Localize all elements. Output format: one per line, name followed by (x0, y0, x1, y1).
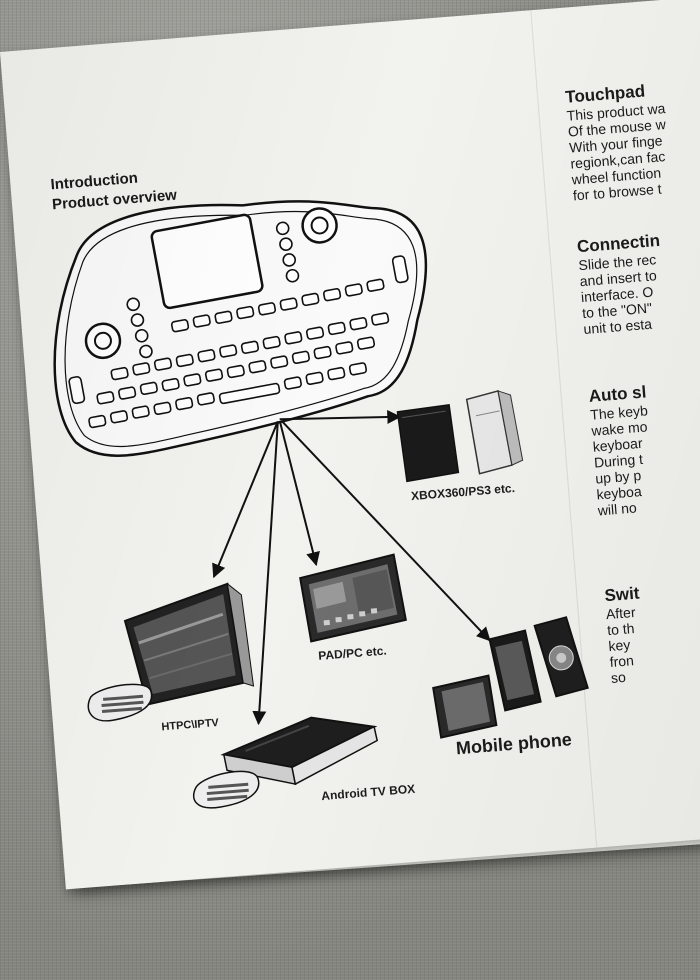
section-switch: Swit After to th key fron so (604, 584, 647, 686)
htpc-monitor-icon (87, 582, 255, 722)
connection-arrows (212, 410, 491, 726)
game-console-icon (396, 390, 524, 483)
manual-page: Introduction Product overview (0, 0, 700, 889)
section-title: Swit (603, 583, 641, 606)
product-overview-illustration (53, 200, 589, 809)
tablet-icon (299, 553, 407, 643)
section-line: so (610, 668, 627, 686)
mini-keyboard-icon (53, 200, 428, 457)
android-tv-box-icon (192, 716, 379, 809)
section-touchpad: Touchpad This product wa Of the mouse w … (565, 80, 673, 204)
section-line: will no (597, 499, 638, 519)
section-line: After (605, 603, 637, 623)
mobile-phones-icon (432, 616, 589, 739)
section-connecting: Connectin Slide the rec and insert to in… (576, 231, 667, 337)
section-auto-sleep: Auto sl The keyb wake mo keyboar During … (588, 382, 656, 518)
right-column-text: Touchpad This product wa Of the mouse w … (565, 72, 700, 686)
